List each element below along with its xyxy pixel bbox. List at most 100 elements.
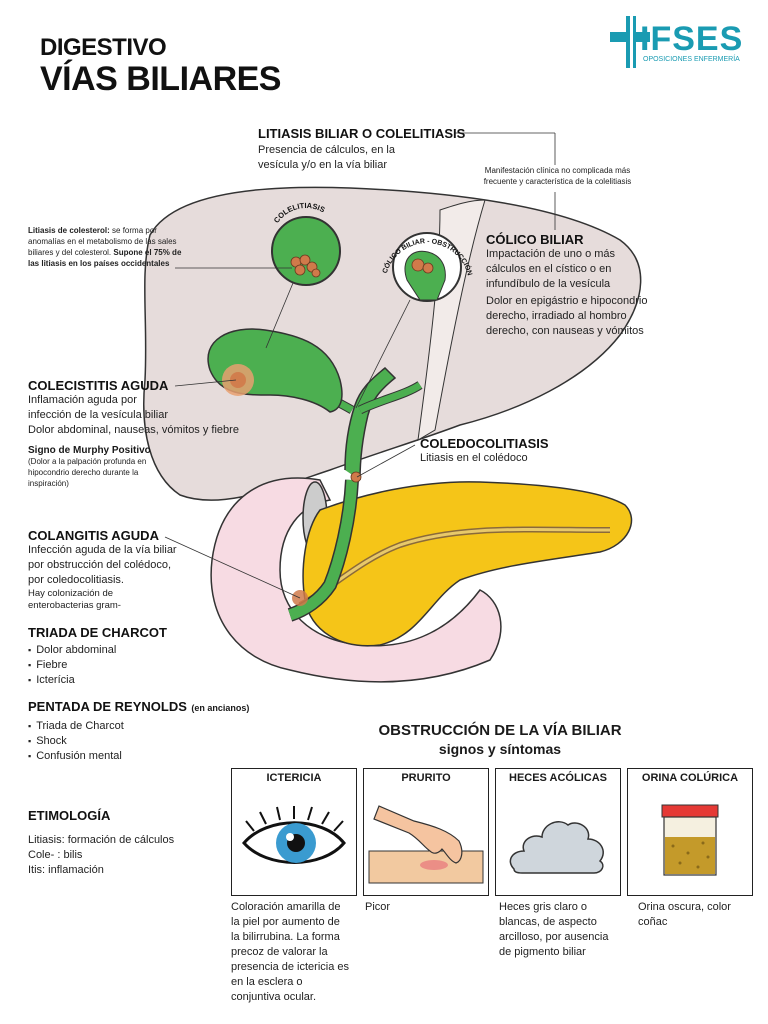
etimologia-item: Itis: inflamación — [28, 864, 104, 876]
reynolds-note: (en ancianos) — [191, 703, 250, 713]
page-title: VÍAS BILIARES — [40, 60, 281, 98]
murphy-l2: hipocondrio derecho durante la — [28, 468, 139, 477]
obstruccion-title: OBSTRUCCIÓN DE LA VÍA BILIAR — [378, 722, 622, 739]
symptom-card-ictericia: ICTERICIA — [231, 768, 357, 896]
etimologia-title: ETIMOLOGÍA — [28, 808, 111, 823]
reynolds-item: Shock — [28, 734, 249, 749]
card-label: ICTERICIA — [266, 772, 322, 784]
card-desc-orina: Orina oscura, color coñac — [638, 900, 754, 930]
charcot-title: TRIADA DE CHARCOT — [28, 625, 167, 640]
card-desc-heces: Heces gris claro o blancas, de aspecto a… — [499, 900, 619, 960]
symptom-card-heces: HECES ACÓLICAS — [495, 768, 621, 896]
pancreas — [302, 481, 633, 647]
colico-l3: infundíbulo de la vesícula — [486, 278, 611, 290]
manifest-line2: frecuente y característica de la colelit… — [483, 177, 632, 186]
logo-tagline: OPOSICIONES ENFERMERÍA — [643, 56, 740, 63]
card-label: PRURITO — [401, 772, 451, 784]
desc-line: conjuntiva ocular. — [231, 991, 316, 1003]
reynolds-item: Confusión mental — [28, 749, 249, 764]
reynolds-heading: PENTADA DE REYNOLDS (en ancianos) — [28, 698, 249, 716]
scratching-hand-icon — [368, 805, 484, 884]
stool-icon — [509, 821, 604, 874]
desc-line: coñac — [638, 916, 668, 928]
obstruccion-subtitle: signos y síntomas — [438, 741, 562, 757]
card-label: HECES ACÓLICAS — [509, 772, 607, 784]
logo-name: IFSES — [640, 20, 744, 58]
murphy-l1: (Dolor a la palpación profunda en — [28, 457, 147, 466]
colesterol-line3: biliares y del colesterol. — [28, 248, 114, 257]
etimologia-block: ETIMOLOGÍA Litiasis: formación de cálcul… — [28, 808, 174, 878]
colangitis-l1: Infección aguda de la vía biliar — [28, 544, 177, 556]
reynolds-item: Triada de Charcot — [28, 719, 249, 734]
colecistitis-l2: infección de la vesícula biliar — [28, 409, 169, 421]
colico-block: CÓLICO BILIAR Impactación de uno o más c… — [486, 232, 746, 339]
colico-l5: derecho, irradiado al hombro — [486, 310, 627, 322]
etimologia-item: Litiasis: formación de cálculos — [28, 834, 175, 846]
eye-icon — [242, 806, 346, 864]
litiasis-title: LITIASIS BILIAR O COLELITIASIS — [258, 126, 466, 141]
colico-title: CÓLICO BILIAR — [486, 232, 584, 247]
colangitis-l2: por obstrucción del colédoco, — [28, 559, 172, 571]
colangitis-l3: por coledocolitiasis. — [28, 574, 124, 586]
colecistitis-block: COLECISTITIS AGUDA Inflamación aguda por… — [28, 378, 268, 438]
desc-line: en la esclera o — [231, 976, 303, 988]
colecistitis-l3: Dolor abdominal, nauseas, vómitos y fieb… — [28, 424, 239, 436]
card-desc-prurito: Picor — [365, 900, 485, 915]
coledoco-l1: Litiasis en el colédoco — [420, 452, 528, 464]
colico-l4: Dolor en epigástrio e hipocondrio — [486, 295, 648, 307]
urine-sample-icon — [661, 804, 719, 876]
colecistitis-l1: Inflamación aguda por — [28, 394, 137, 406]
symptom-card-orina: ORINA COLÚRICA — [627, 768, 753, 896]
colangitis-l5: enterobacterias gram- — [28, 600, 121, 611]
charcot-item: Dolor abdominal — [28, 643, 167, 658]
litiasis-line1: Presencia de cálculos, en la — [258, 144, 395, 156]
colangitis-title: COLANGITIS AGUDA — [28, 528, 159, 543]
coledoco-title: COLEDOCOLITIASIS — [420, 436, 549, 451]
reynolds-block: PENTADA DE REYNOLDS (en ancianos) Triada… — [28, 698, 249, 764]
colesterol-bold2: Supone el 75% de — [113, 248, 182, 257]
card-label: ORINA COLÚRICA — [641, 772, 739, 784]
desc-line: la bilirrubina. La forma — [231, 931, 340, 943]
desc-line: Picor — [365, 901, 391, 913]
desc-line: presencia de ictericia es — [231, 961, 350, 973]
colico-l6: derecho, con nauseas y vómitos — [486, 325, 644, 337]
reynolds-title: PENTADA DE REYNOLDS — [28, 699, 187, 714]
desc-line: Coloración amarilla de — [231, 901, 341, 913]
etimologia-item: Cole- : bilis — [28, 849, 83, 861]
desc-line: blancas, de aspecto — [499, 916, 597, 928]
card-desc-ictericia: Coloración amarilla de la piel por aumen… — [231, 900, 359, 1005]
charcot-item: Icterícia — [28, 673, 167, 688]
colico-l1: Impactación de uno o más — [486, 248, 616, 260]
anatomy-illustration: COLELITIASIS CÓLICO BILIAR - OBSTRUCCIÓN — [143, 132, 642, 683]
manifest-line1: Manifestación clínica no complicada más — [484, 166, 631, 175]
desc-line: la piel por aumento de — [231, 916, 340, 928]
desc-line: de pigmento biliar — [499, 946, 586, 958]
liver — [143, 186, 642, 501]
murphy-l3: inspiración) — [28, 479, 69, 488]
desc-line: Heces gris claro o — [499, 901, 588, 913]
charcot-block: TRIADA DE CHARCOT Dolor abdominal Fiebre… — [28, 625, 167, 688]
manifest-note: Manifestación clínica no complicada más … — [470, 165, 645, 187]
colesterol-note: Litiasis de colesterol: se forma por ano… — [28, 225, 218, 269]
ifses-logo: IFSES OPOSICIONES ENFERMERÍA — [610, 16, 750, 68]
colesterol-line1: se forma por — [109, 226, 157, 235]
desc-line: arcilloso, por ausencia — [499, 931, 609, 943]
desc-line: precoz de valorar la — [231, 946, 328, 958]
murphy-title: Signo de Murphy Positivo — [28, 445, 151, 456]
colesterol-line2: anomalías en el metabolismo de las sales — [28, 237, 177, 246]
colesterol-bold3: las litiasis en los países occidentales — [28, 259, 170, 268]
cross-icon — [610, 16, 650, 68]
coledoco-block: COLEDOCOLITIASIS Litiasis en el colédoco — [420, 436, 549, 466]
colangitis-l4: Hay colonización de — [28, 588, 114, 599]
page-subtitle: DIGESTIVO — [40, 34, 167, 61]
colecistitis-title: COLECISTITIS AGUDA — [28, 378, 169, 393]
colangitis-block: COLANGITIS AGUDA Infección aguda de la v… — [28, 528, 228, 612]
colesterol-bold1: Litiasis de colesterol: — [28, 226, 110, 235]
desc-line: Orina oscura, color — [638, 901, 731, 913]
symptom-card-prurito: PRURITO — [363, 768, 489, 896]
colelitiasis-circle — [271, 216, 341, 286]
colico-l2: cálculos en el cístico o en — [486, 263, 612, 275]
murphy-block: Signo de Murphy Positivo (Dolor a la pal… — [28, 445, 228, 489]
charcot-item: Fiebre — [28, 658, 167, 673]
litiasis-line2: vesícula y/o en la vía biliar — [258, 159, 388, 171]
